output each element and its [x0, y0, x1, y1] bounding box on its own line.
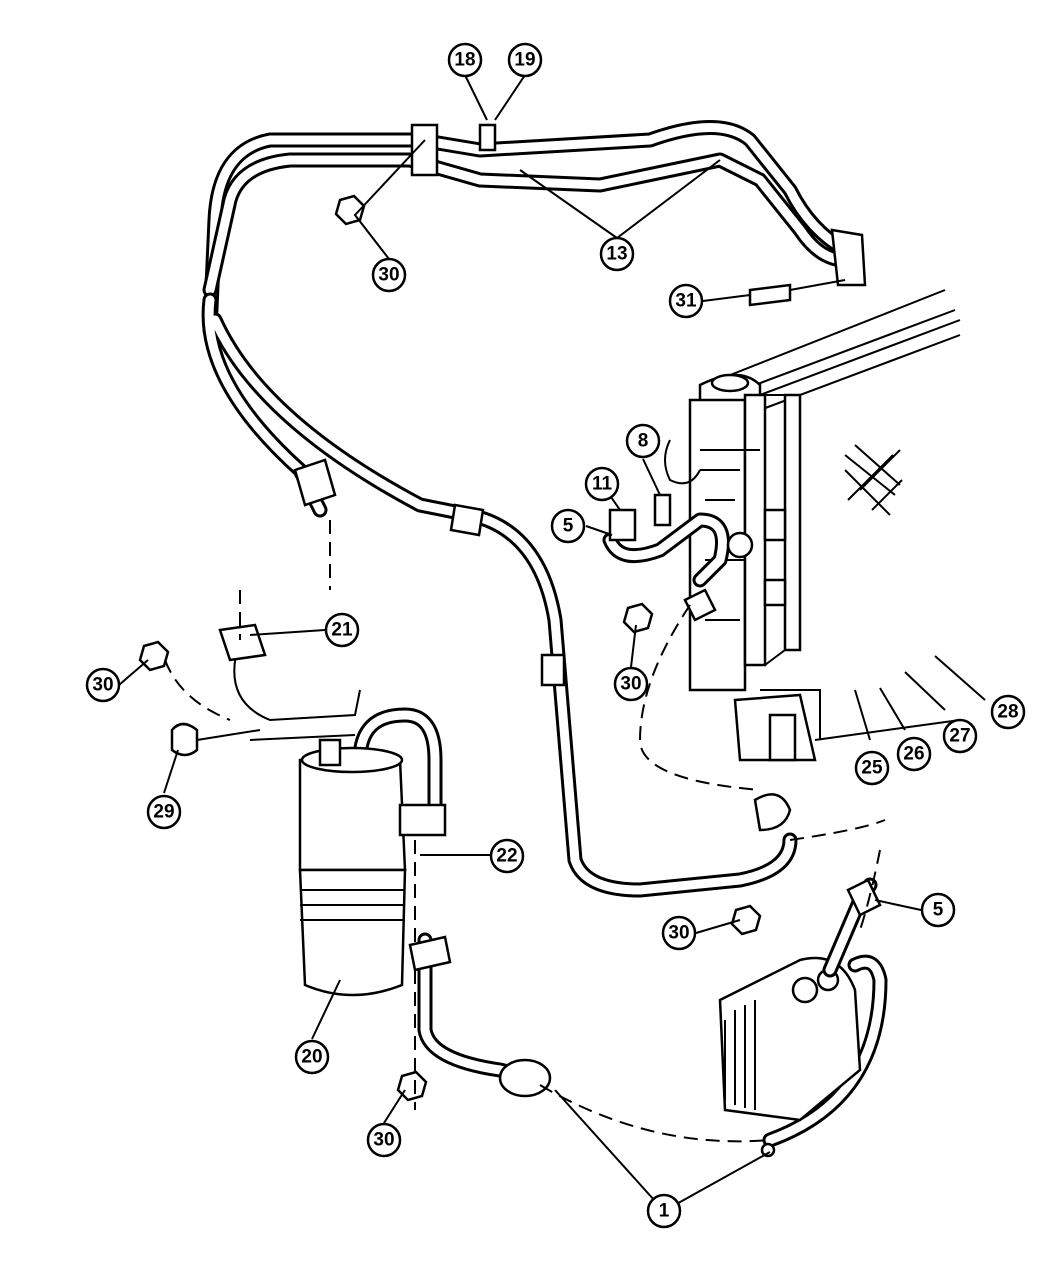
callout-30: 30	[371, 257, 407, 293]
callout-30: 30	[85, 667, 121, 703]
callout-13: 13	[599, 236, 635, 272]
callout-circle	[854, 750, 890, 786]
callout-number: 5	[933, 900, 944, 921]
callout-number: 25	[861, 758, 883, 779]
callout-number: 1	[659, 1201, 670, 1222]
callout-27: 27	[942, 718, 978, 754]
ac-line-1	[408, 932, 888, 1158]
callout-circle	[324, 612, 360, 648]
callout-circle	[550, 508, 586, 544]
callout-30: 30	[366, 1122, 402, 1158]
callout-number: 29	[153, 802, 174, 823]
callout-number: 21	[331, 620, 353, 641]
callout-number: 31	[675, 291, 697, 312]
callout-number: 13	[606, 244, 627, 265]
callout-25: 25	[854, 750, 890, 786]
callout-8: 8	[625, 423, 661, 459]
callout-circle	[625, 423, 661, 459]
callout-number: 30	[92, 675, 113, 696]
callout-circle	[294, 1039, 330, 1075]
callout-number: 30	[373, 1130, 394, 1151]
callout-1: 1	[646, 1193, 682, 1229]
callout-26: 26	[896, 736, 932, 772]
callout-20: 20	[294, 1039, 330, 1075]
callout-circle	[942, 718, 978, 754]
callout-number: 30	[668, 923, 689, 944]
callout-number: 18	[454, 50, 475, 71]
callout-18: 18	[447, 42, 483, 78]
callout-number: 30	[620, 674, 641, 695]
callout-group: 18 19 13 30 31 11 8 5 21 30 30 29 28 27 26 25 22 5 30 20 30 1	[85, 42, 1026, 1229]
callout-number: 8	[638, 431, 649, 452]
callout-circle	[646, 1193, 682, 1229]
callout-circle	[668, 283, 704, 319]
callout-5: 5	[550, 508, 586, 544]
callout-circle	[85, 667, 121, 703]
callout-number: 22	[496, 846, 517, 867]
condenser-fittings	[602, 493, 761, 791]
callout-30: 30	[661, 915, 697, 951]
ac-compressor	[718, 819, 886, 1122]
callout-number: 27	[949, 726, 970, 747]
callout-circle	[599, 236, 635, 272]
callout-number: 19	[514, 50, 535, 71]
callout-circle	[146, 794, 182, 830]
liquid-line	[201, 292, 798, 898]
callout-30: 30	[613, 666, 649, 702]
callout-circle	[990, 694, 1026, 730]
ac-line-13	[202, 120, 867, 338]
callout-19: 19	[507, 42, 543, 78]
callout-circle	[489, 838, 525, 874]
callout-11: 11	[584, 466, 620, 502]
callout-number: 20	[301, 1047, 322, 1068]
callout-21: 21	[324, 612, 360, 648]
callout-circle	[613, 666, 649, 702]
callout-number: 11	[592, 474, 613, 495]
callout-22: 22	[489, 838, 525, 874]
callout-29: 29	[146, 794, 182, 830]
callout-circle	[447, 42, 483, 78]
condenser-assembly	[664, 289, 986, 762]
callout-circle	[366, 1122, 402, 1158]
callout-circle	[661, 915, 697, 951]
callout-28: 28	[990, 694, 1026, 730]
callout-leaders	[118, 74, 922, 1212]
callout-number: 5	[563, 516, 574, 537]
callout-circle	[896, 736, 932, 772]
callout-number: 26	[903, 744, 924, 765]
callout-number: 28	[997, 702, 1018, 723]
callout-circle	[507, 42, 543, 78]
callout-number: 30	[378, 265, 399, 286]
callout-circle	[371, 257, 407, 293]
callout-5: 5	[920, 892, 956, 928]
callout-circle	[920, 892, 956, 928]
callout-circle	[584, 466, 620, 502]
callout-31: 31	[668, 283, 704, 319]
receiver-drier	[218, 623, 447, 997]
